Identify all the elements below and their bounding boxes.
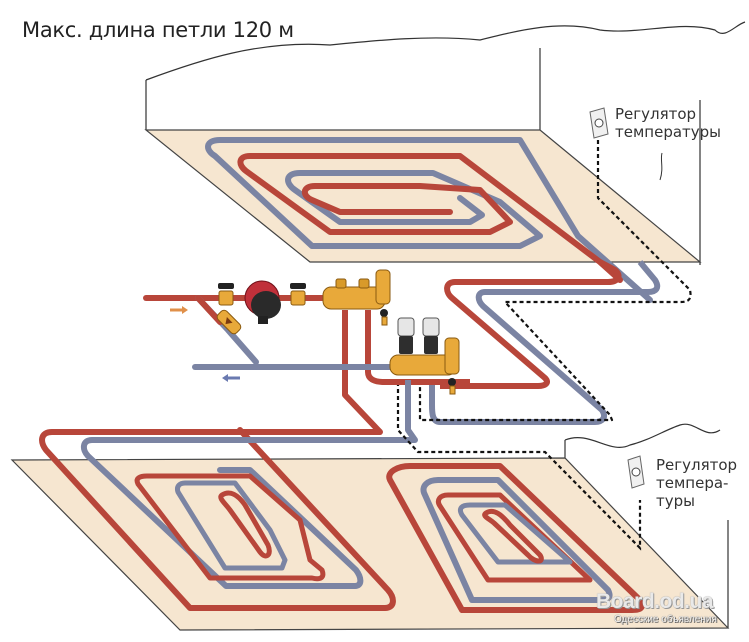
watermark-subtitle: Одесские объявления [614,614,717,625]
lower-room-wall [564,423,721,448]
lower-right-supply-outer [386,463,645,613]
thermostat-top-line1: Регулятор [615,105,697,123]
lower-supply-riser-2 [365,310,470,385]
lower-right-return-inner [457,502,573,565]
thermostat-top-label: Регулятор температуры [615,105,721,141]
upper-supply-riser [440,259,622,389]
thermostat-bottom-label: Регулятор темпера- туры [656,456,737,510]
lower-left-supply-inner [134,473,326,582]
lower-left-return-inner [175,480,288,571]
lower-right-loop [386,463,645,613]
upper-riser-pipes [418,140,692,425]
watermark-site: Board.od.ua [596,590,714,613]
diagram-title: Макс. длина петли 120 м [22,18,294,42]
bypass-valve-icon [216,309,242,335]
lower-right-return-outer [420,477,613,603]
return-arrow-left [222,374,240,382]
upper-heating-loop [205,137,653,303]
thermostat-top-icon [589,107,609,139]
supply-arrow-right [170,306,188,314]
return-manifold-icon [389,317,460,395]
lower-left-supply-core [218,490,272,559]
bypass-line-supply [195,295,223,325]
upper-floor-slab [144,129,702,263]
ball-valve-right-icon [290,283,306,306]
ball-valve-left-icon [218,283,234,306]
lower-right-supply-core [482,508,544,564]
lower-floor-slab [10,457,730,631]
lower-left-loop [39,427,418,611]
lower-left-return-outer [80,437,418,589]
upper-room-wall [145,21,746,81]
upper-return-riser [429,260,661,425]
lower-supply-riser-1 [342,310,383,435]
thermostat-top-line2: температуры [615,123,722,141]
upper-return-outer [205,137,653,303]
circulation-pump-icon [244,280,281,324]
thermostat-bottom-icon [627,455,645,489]
supply-manifold-icon [322,269,391,326]
thermostat-bottom-line1: Регулятор [656,456,738,474]
thermostat-bottom-line2: темпера- [656,474,729,492]
lower-return-riser-1 [405,380,418,442]
top-label-leader [659,152,663,181]
lower-right-supply-inner [435,492,593,583]
thermostat-bottom-line3: туры [656,492,695,510]
lower-riser-pipes [342,310,470,442]
lower-left-supply-outer [39,427,396,611]
upper-supply-outer [237,153,623,283]
lower-sensor-cable [396,382,642,551]
